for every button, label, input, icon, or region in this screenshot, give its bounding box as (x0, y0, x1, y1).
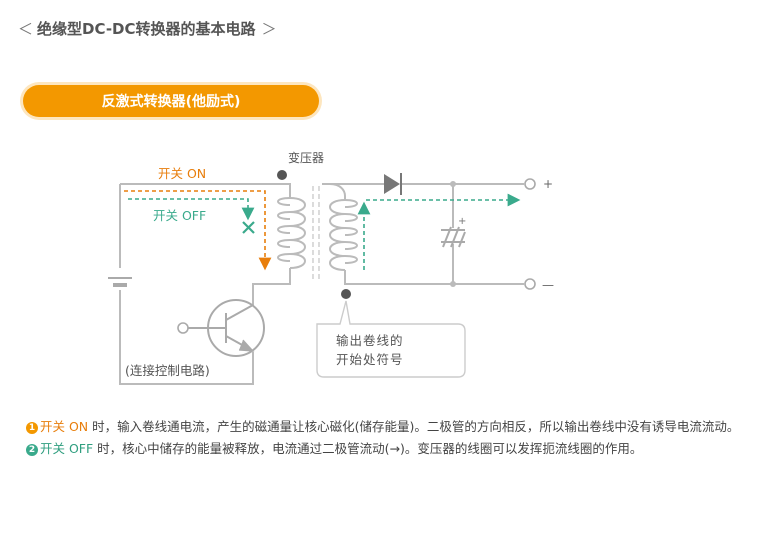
section-tab-label: 反激式转换器(他励式) (23, 85, 319, 117)
junction-dot (450, 281, 456, 287)
blocked-cross-icon (242, 221, 255, 234)
switch-off-label: 开关 OFF (153, 208, 206, 223)
chevron-right-icon[interactable]: ＞ (261, 20, 277, 38)
control-input-terminal (177, 322, 189, 334)
note-text: 时，输入卷线通电流，产生的磁通量让核心磁化(储存能量)。二极管的方向相反，所以输… (88, 419, 740, 434)
note-text: 时，核心中储存的能量被释放，电流通过二极管流动(→)。变压器的线圈可以发挥扼流线… (93, 441, 643, 456)
output-minus-label: — (542, 278, 554, 292)
number-badge: 1 (26, 422, 38, 434)
primary-wiring (119, 183, 291, 385)
diode-icon (384, 173, 402, 195)
switch-off-secondary-path (357, 193, 521, 270)
transformer-core (312, 186, 320, 282)
transformer-label: 变压器 (288, 150, 324, 165)
page-title-text: 绝缘型DC-DC转换器的基本电路 (37, 20, 256, 38)
primary-start-dot (277, 170, 287, 180)
switch-on-label: 开关 ON (158, 166, 206, 181)
secondary-coil-icon (329, 199, 358, 271)
flyback-circuit-diagram: + + — 变压器 开关 ON 开关 OFF (连接控制电路) (108, 150, 554, 385)
note-keyword: 开关 OFF (40, 441, 94, 456)
section-tab[interactable]: 反激式转换器(他励式) (20, 82, 322, 120)
junction-dot (450, 181, 456, 187)
switch-off-primary-path (128, 198, 255, 221)
output-plus-label: + (543, 177, 553, 191)
chevron-left-icon[interactable]: ＜ (18, 20, 34, 38)
secondary-start-dot (341, 289, 351, 299)
capacitor-icon (441, 226, 466, 248)
battery-icon (108, 277, 132, 287)
number-badge: 2 (26, 444, 38, 456)
callout-box (316, 300, 466, 378)
transistor-icon (188, 299, 265, 357)
primary-coil-icon (277, 197, 306, 269)
note-keyword: 开关 ON (40, 419, 89, 434)
control-label-bg (123, 361, 227, 379)
capacitor-plus-label: + (458, 216, 466, 227)
page-title: ＜绝缘型DC-DC转换器的基本电路 ＞ (18, 18, 277, 39)
switch-on-current-path (124, 190, 272, 271)
output-terminal-plus (524, 178, 536, 190)
secondary-wiring (322, 183, 524, 285)
callout-line2: 开始处符号 (336, 352, 404, 367)
control-circuit-label: (连接控制电路) (125, 363, 210, 378)
callout-line1: 输出卷线的 (336, 333, 404, 348)
output-terminal-minus (524, 278, 536, 290)
